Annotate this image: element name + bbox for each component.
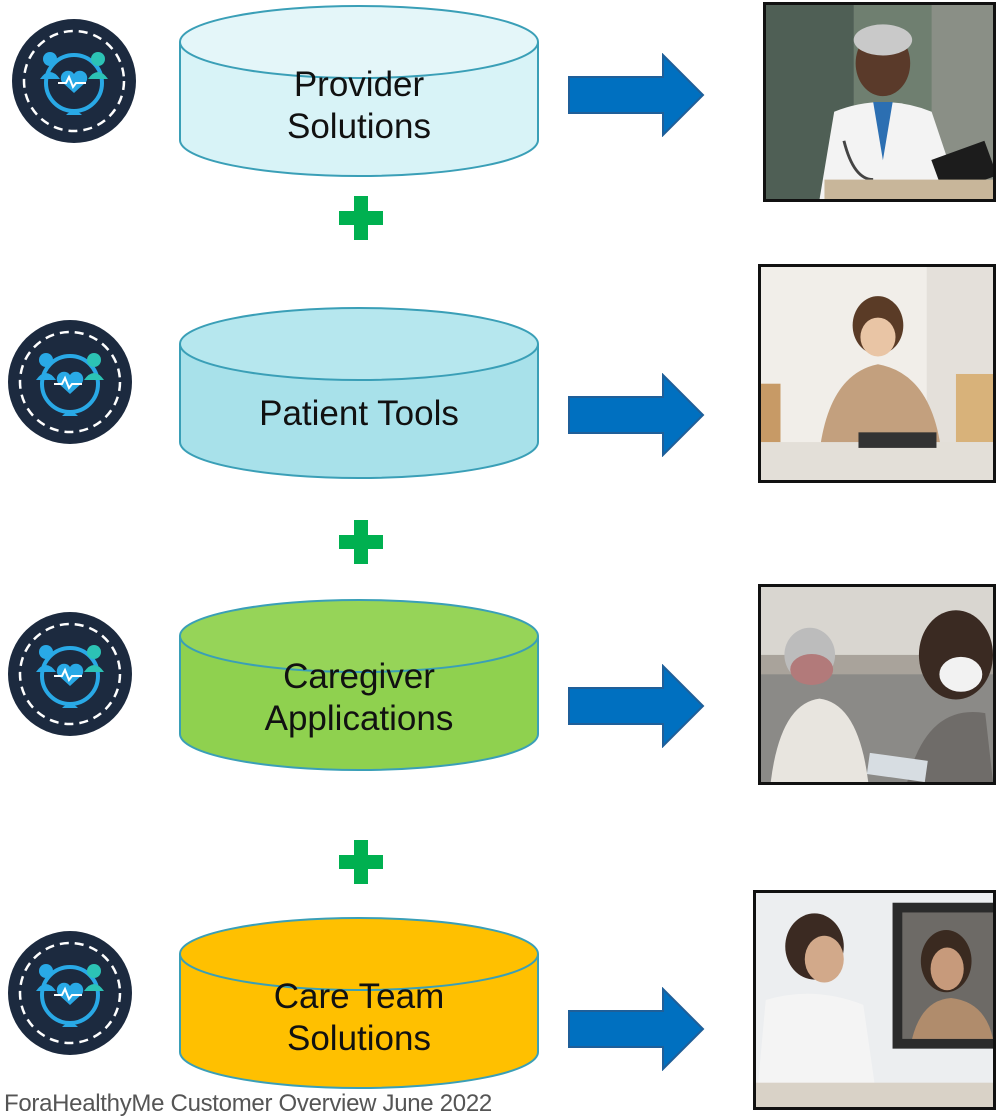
plus-icon <box>339 196 383 240</box>
cylinder-care-team-solutions <box>179 917 539 1089</box>
health-logo-badge-2 <box>6 318 134 446</box>
cylinder-label-line1: Patient Tools <box>259 394 459 433</box>
photo-woman-with-tablet <box>758 264 996 483</box>
cylinder-label-line1: Caregiver <box>283 657 435 696</box>
cylinder-label-care-team: Care Team Solutions <box>178 976 540 1060</box>
photo-doctor-with-tablet <box>763 2 996 202</box>
cylinder-patient-tools <box>179 307 539 479</box>
cylinder-top <box>179 307 539 381</box>
cylinder-body <box>179 42 539 177</box>
cylinder-label-line1: Care Team <box>273 977 445 1016</box>
cylinder-body <box>179 344 539 479</box>
health-logo-icon <box>8 612 132 736</box>
cylinder-label-line1: Provider <box>293 65 425 104</box>
right-arrow-icon <box>568 53 705 137</box>
cylinder-top <box>179 917 539 991</box>
health-logo-badge-4 <box>6 929 134 1057</box>
footer-text: ForaHealthyMe Customer Overview June 202… <box>4 1090 492 1117</box>
cylinder-caregiver-applications <box>179 599 539 771</box>
cylinder-label-line2: Solutions <box>287 1019 431 1058</box>
health-logo-icon <box>8 320 132 444</box>
health-logo-badge-3 <box>6 610 134 738</box>
cylinder-label-patient: Patient Tools <box>178 393 540 435</box>
right-arrow-icon <box>568 987 705 1071</box>
cylinder-body <box>179 954 539 1089</box>
cylinder-top <box>179 5 539 79</box>
photo-doctor-video-call <box>753 890 996 1110</box>
cylinder-label-line2: Solutions <box>287 107 431 146</box>
right-arrow-icon <box>568 373 705 457</box>
cylinder-body <box>179 636 539 771</box>
plus-icon <box>339 840 383 884</box>
cylinder-provider-solutions <box>179 5 539 177</box>
health-logo-icon <box>8 931 132 1055</box>
plus-icon <box>339 520 383 564</box>
right-arrow-icon <box>568 664 705 748</box>
cylinder-top <box>179 599 539 673</box>
cylinder-label-caregiver: Caregiver Applications <box>178 656 540 740</box>
health-logo-badge-1 <box>10 17 138 145</box>
cylinder-label-provider: Provider Solutions <box>178 64 540 148</box>
health-logo-icon <box>12 19 136 143</box>
photo-caregiver-and-senior <box>758 584 996 785</box>
cylinder-label-line2: Applications <box>264 699 454 738</box>
